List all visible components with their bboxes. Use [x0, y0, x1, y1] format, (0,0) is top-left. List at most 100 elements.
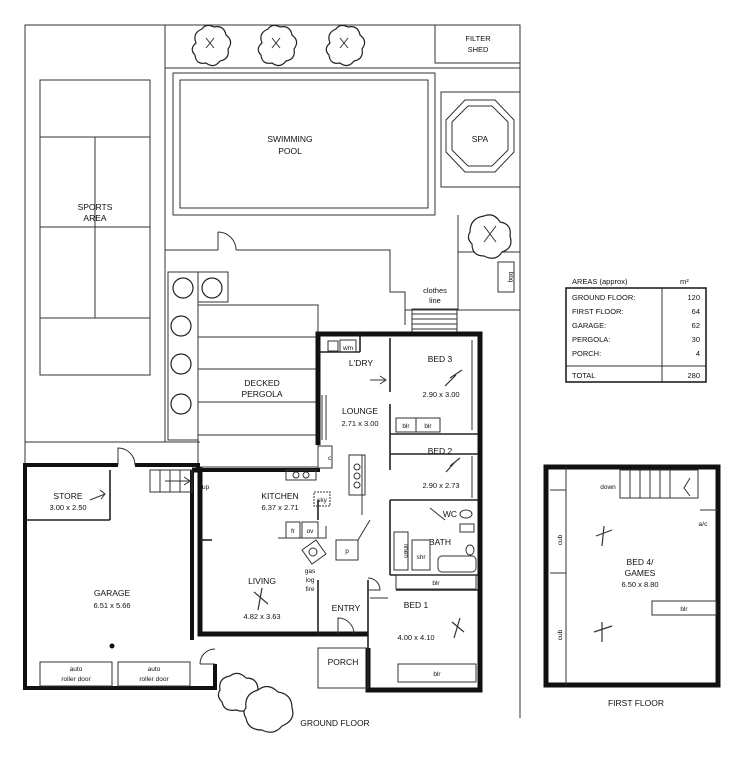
- shrubs: [167, 271, 229, 441]
- svg-text:4.82 x 3.63: 4.82 x 3.63: [243, 612, 280, 621]
- ground-floor-caption: GROUND FLOOR: [300, 718, 369, 728]
- decked-pergola: DECKED PERGOLA: [197, 304, 319, 468]
- svg-text:roller door: roller door: [139, 676, 169, 683]
- svg-text:GARAGE: GARAGE: [94, 588, 131, 598]
- areas-row-value: 62: [692, 321, 700, 330]
- tree-icon: [325, 24, 366, 67]
- ceiling-fan-icon: [595, 525, 613, 547]
- clothes-line: clothes line: [411, 286, 458, 337]
- svg-text:c: c: [328, 455, 332, 462]
- areas-row-value: 120: [687, 293, 700, 302]
- svg-text:6.37 x 2.71: 6.37 x 2.71: [261, 503, 298, 512]
- svg-text:blr: blr: [424, 423, 432, 430]
- areas-unit: m²: [680, 277, 689, 286]
- svg-text:cub: cub: [557, 534, 564, 545]
- areas-row-label: GROUND FLOOR:: [572, 293, 635, 302]
- svg-text:wm: wm: [342, 345, 353, 352]
- areas-row-value: 4: [696, 349, 700, 358]
- roller-door: auto roller door: [117, 661, 191, 687]
- ceiling-fan-icon: [451, 617, 465, 639]
- areas-total-label: TOTAL: [572, 371, 595, 380]
- svg-text:bbq: bbq: [507, 272, 514, 283]
- svg-text:SHED: SHED: [468, 45, 489, 54]
- svg-text:WC: WC: [443, 509, 457, 519]
- bed-2-room: BED 2 2.90 x 2.73: [422, 446, 473, 498]
- areas-title: AREAS (approx): [572, 277, 628, 286]
- areas-row-value: 30: [692, 335, 700, 344]
- svg-text:LOUNGE: LOUNGE: [342, 406, 378, 416]
- first-floor-plan: down a/c cub cub BED 4/ GAMES 6.50 x 8.8…: [543, 464, 721, 688]
- tree-icon: [257, 24, 298, 67]
- svg-text:gas: gas: [305, 568, 316, 575]
- svg-text:BED 1: BED 1: [404, 600, 429, 610]
- svg-text:SWIMMING: SWIMMING: [267, 134, 312, 144]
- svg-text:BED 3: BED 3: [428, 354, 453, 364]
- svg-text:BED 2: BED 2: [428, 446, 453, 456]
- svg-text:auto: auto: [148, 666, 161, 673]
- svg-text:6.50 x 8.80: 6.50 x 8.80: [621, 580, 658, 589]
- svg-text:SPORTS: SPORTS: [78, 202, 113, 212]
- svg-text:linen: linen: [402, 544, 409, 558]
- svg-text:ENTRY: ENTRY: [332, 603, 361, 613]
- filter-shed: FILTER SHED: [434, 24, 521, 64]
- svg-text:roller door: roller door: [61, 676, 91, 683]
- svg-text:2.90 x 3.00: 2.90 x 3.00: [422, 390, 459, 399]
- garage-room: GARAGE 6.51 x 5.66 auto roller door auto…: [39, 588, 216, 687]
- ceiling-fan-icon: [593, 622, 613, 642]
- areas-row-label: PERGOLA:: [572, 335, 610, 344]
- areas-row-label: GARAGE:: [572, 321, 606, 330]
- first-floor-caption: FIRST FLOOR: [608, 698, 664, 708]
- svg-text:blr: blr: [680, 606, 688, 613]
- sports-area: SPORTS AREA: [39, 79, 151, 376]
- kitchen-room: c KITCHEN 6.37 x 2.71 sky fr ov p: [261, 445, 371, 561]
- bath-room: BATH shr: [411, 537, 477, 573]
- svg-text:2.71 x 3.00: 2.71 x 3.00: [341, 419, 378, 428]
- svg-text:a/c: a/c: [699, 521, 708, 528]
- svg-text:3.00 x 2.50: 3.00 x 2.50: [49, 503, 86, 512]
- svg-text:blr: blr: [432, 580, 440, 587]
- wc-room: WC: [429, 507, 475, 533]
- svg-text:6.51 x 5.66: 6.51 x 5.66: [93, 601, 130, 610]
- areas-total-value: 280: [687, 371, 700, 380]
- svg-text:BED 4/: BED 4/: [627, 557, 655, 567]
- svg-text:SPA: SPA: [472, 134, 489, 144]
- svg-text:L'DRY: L'DRY: [349, 358, 373, 368]
- svg-text:clothes: clothes: [423, 286, 447, 295]
- svg-text:line: line: [429, 296, 441, 305]
- svg-text:DECKED: DECKED: [244, 378, 279, 388]
- ceiling-fan-icon: [444, 369, 463, 387]
- svg-text:2.90 x 2.73: 2.90 x 2.73: [422, 481, 459, 490]
- svg-text:KITCHEN: KITCHEN: [261, 491, 298, 501]
- areas-row-label: PORCH:: [572, 349, 601, 358]
- svg-text:PORCH: PORCH: [328, 657, 359, 667]
- svg-text:auto: auto: [70, 666, 83, 673]
- areas-table: AREAS (approx) m² GROUND FLOOR: 120FIRST …: [565, 277, 707, 383]
- svg-text:shr: shr: [416, 554, 426, 561]
- laundry: wm L'DRY: [327, 339, 387, 385]
- bbq: bbq: [497, 261, 515, 293]
- roller-door: auto roller door: [39, 661, 113, 687]
- stairs-up: up: [117, 447, 210, 493]
- svg-text:BATH: BATH: [429, 537, 451, 547]
- svg-text:fire: fire: [305, 586, 314, 593]
- areas-row-value: 64: [692, 307, 700, 316]
- lounge-room: LOUNGE 2.71 x 3.00: [321, 395, 379, 440]
- svg-text:up: up: [202, 484, 210, 491]
- svg-text:cub: cub: [557, 629, 564, 640]
- ceiling-fan-icon: [253, 587, 269, 611]
- living-room: LIVING 4.82 x 3.63: [243, 576, 280, 621]
- gas-log-fire: gas log fire: [301, 539, 327, 593]
- areas-row-label: FIRST FLOOR:: [572, 307, 624, 316]
- tree-icon: [467, 214, 512, 259]
- porch: PORCH: [317, 647, 369, 689]
- svg-text:PERGOLA: PERGOLA: [241, 389, 282, 399]
- svg-text:blr: blr: [433, 671, 441, 678]
- ceiling-fan-icon: [445, 457, 461, 473]
- svg-text:log: log: [306, 577, 315, 584]
- svg-text:GAMES: GAMES: [625, 568, 656, 578]
- svg-text:LIVING: LIVING: [248, 576, 276, 586]
- tree-icon: [243, 685, 294, 733]
- svg-text:sky: sky: [317, 497, 328, 504]
- svg-text:STORE: STORE: [53, 491, 82, 501]
